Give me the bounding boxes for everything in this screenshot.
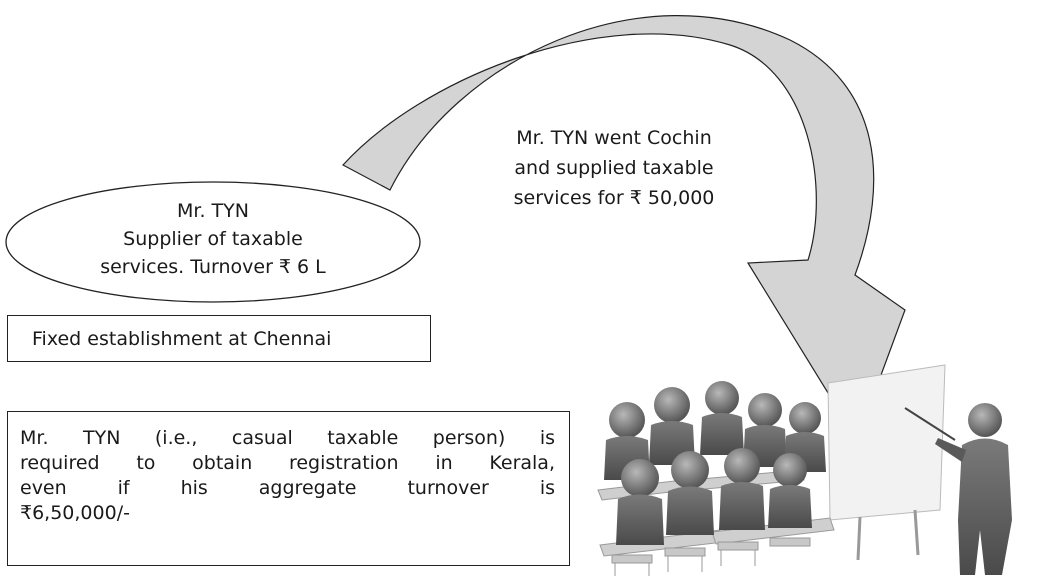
establishment-text: Fixed establishment at Chennai	[32, 327, 332, 350]
establishment-box: Fixed establishment at Chennai	[7, 315, 431, 362]
supplier-line3: services. Turnover ₹ 6 L	[100, 256, 326, 278]
note-line-3: even if his aggregate turnover is	[20, 476, 555, 501]
note-word: his	[180, 477, 208, 499]
arrow-label-line1: Mr. TYN went Cochin	[516, 127, 711, 149]
teacher-figure	[904, 403, 1012, 575]
note-line-4: ₹6,50,000/-	[20, 502, 130, 524]
curved-arrow	[342, 15, 906, 442]
whiteboard	[827, 364, 946, 521]
note-word: if	[117, 477, 130, 499]
arrow-label-line2: and supplied taxable	[514, 157, 713, 179]
students-back-row	[604, 381, 826, 480]
note-line-1: Mr. TYN (i.e., casual taxable person) is	[20, 427, 555, 449]
supplier-ellipse	[5, 181, 421, 303]
note-word: aggregate	[258, 477, 357, 499]
students-front-row	[616, 448, 812, 545]
note-word: even	[20, 477, 67, 499]
classroom-illustration	[597, 364, 1012, 576]
note-word: is	[539, 477, 555, 499]
supplier-name: Mr. TYN	[177, 200, 249, 222]
supplier-line2: Supplier of taxable	[123, 228, 303, 250]
note-box: Mr. TYN (i.e., casual taxable person) is…	[7, 411, 570, 566]
arrow-label-line3: services for ₹ 50,000	[514, 187, 715, 209]
note-word: turnover	[407, 477, 489, 499]
chairs	[611, 537, 811, 576]
note-line-2: required to obtain registration in Keral…	[20, 452, 555, 474]
